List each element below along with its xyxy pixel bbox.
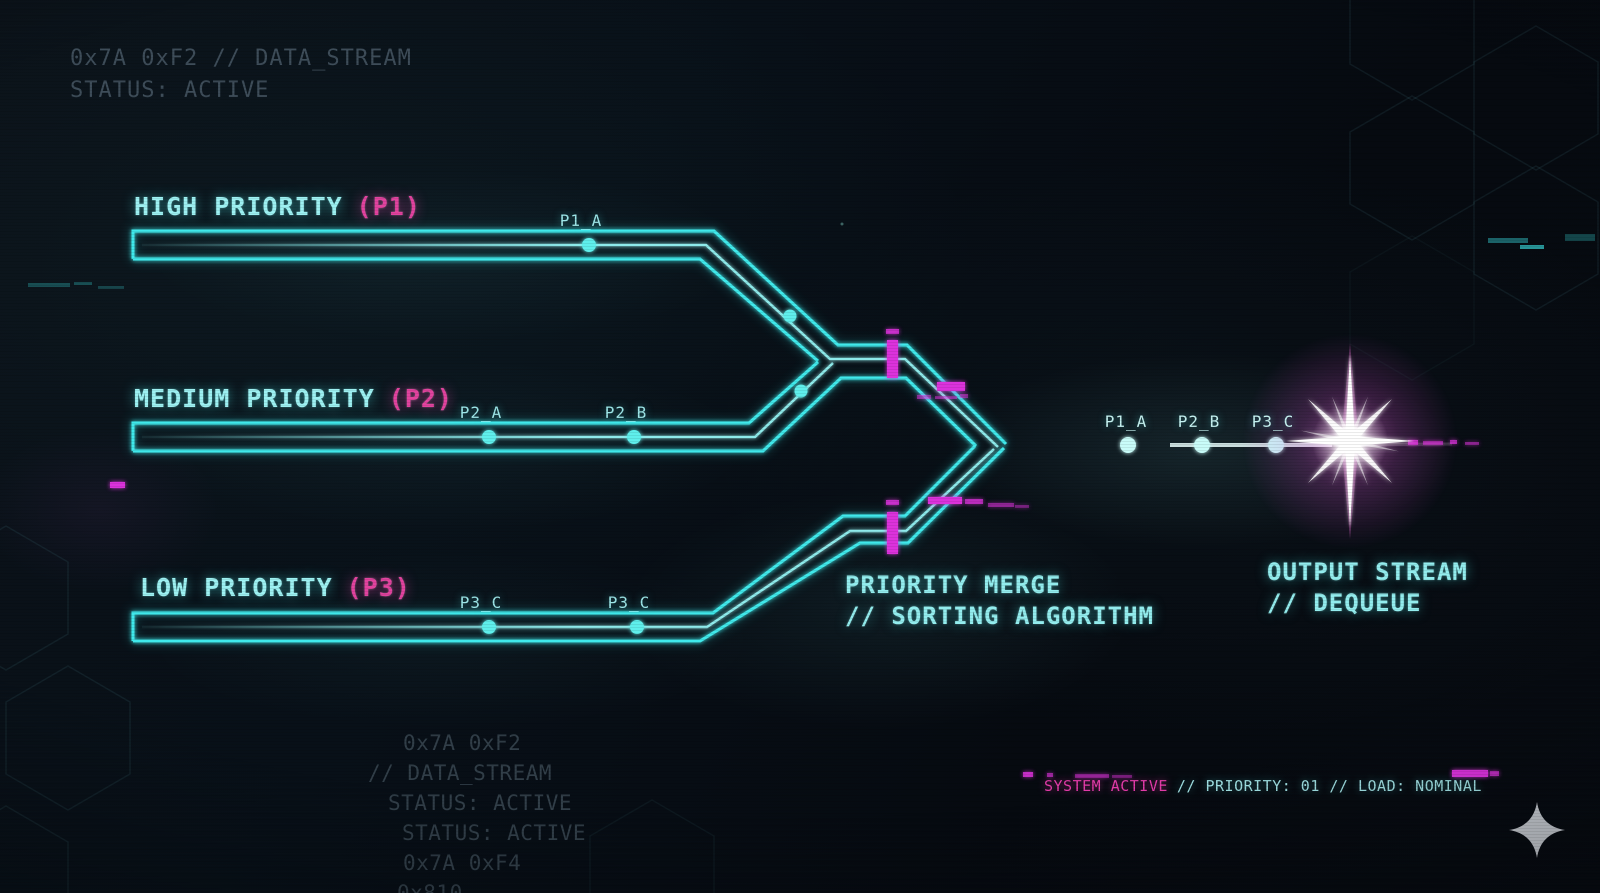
hud-bl-line: 0x810 [397, 881, 463, 893]
merge-caption-line2: // SORTING ALGORITHM [845, 602, 1154, 630]
track-name-high: HIGH PRIORITY [134, 192, 343, 221]
point-label-p2a: P2_A [459, 403, 503, 422]
point-label-p3c-1: P3_C [459, 593, 503, 612]
hud-top-left: 0x7A 0xF2 // DATA_STREAM STATUS: ACTIVE [70, 43, 412, 107]
dot-p3-c2 [630, 620, 644, 634]
merge-caption: PRIORITY MERGE // SORTING ALGORITHM [845, 570, 1154, 632]
track-tag-p1: (P1) [356, 192, 421, 221]
track-label-low: LOW PRIORITY (P3) [140, 573, 411, 602]
track-tag-p2: (P2) [388, 384, 453, 413]
point-label-p1a: P1_A [559, 211, 603, 230]
track-label-high: HIGH PRIORITY (P1) [134, 192, 421, 221]
track-name-medium: MEDIUM PRIORITY [134, 384, 375, 413]
dot-merge-upper [783, 309, 797, 323]
output-point-label-p3c: P3_C [1251, 412, 1295, 431]
output-point-label-p2b: P2_B [1177, 412, 1221, 431]
hud-bl-line: 0x7A 0xF4 [403, 851, 522, 875]
track-label-medium: MEDIUM PRIORITY (P2) [134, 384, 453, 413]
hud-bottom-left: 0x7A 0xF2 // DATA_STREAM STATUS: ACTIVE … [0, 728, 586, 893]
output-point-label-p1a: P1_A [1104, 412, 1148, 431]
sparkle-icon [1509, 802, 1565, 858]
dot-p2-a [482, 430, 496, 444]
hud-bl-line: 0x7A 0xF2 [403, 731, 522, 755]
hud-tl-line2: STATUS: ACTIVE [70, 78, 270, 103]
output-flare-starburst [1242, 333, 1458, 549]
status-system: SYSTEM ACTIVE [1044, 777, 1168, 795]
point-label-p2b: P2_B [604, 403, 648, 422]
track-name-low: LOW PRIORITY [140, 573, 333, 602]
hud-bl-line: // DATA_STREAM [368, 761, 553, 785]
track-tag-p3: (P3) [346, 573, 411, 602]
merge-caption-line1: PRIORITY MERGE [845, 571, 1062, 599]
hud-tl-line1: 0x7A 0xF2 // DATA_STREAM [70, 46, 412, 71]
dot-p3-c1 [482, 620, 496, 634]
dot-merge-lower [794, 384, 808, 398]
output-caption: OUTPUT STREAM // DEQUEUE [1267, 557, 1468, 619]
output-caption-line1: OUTPUT STREAM [1267, 558, 1468, 586]
status-bar: SYSTEM ACTIVE // PRIORITY: 01 // LOAD: NO… [1044, 777, 1482, 795]
point-label-p3c-2: P3_C [607, 593, 651, 612]
dot-out-p2b [1194, 437, 1210, 453]
dot-p2-b [627, 430, 641, 444]
dot-out-p1a [1120, 437, 1136, 453]
hud-bl-line: STATUS: ACTIVE [388, 791, 573, 815]
dot-p1-a [582, 238, 596, 252]
output-caption-line2: // DEQUEUE [1267, 589, 1422, 617]
status-details: // PRIORITY: 01 // LOAD: NOMINAL [1176, 777, 1482, 795]
hud-bl-line: STATUS: ACTIVE [402, 821, 587, 845]
